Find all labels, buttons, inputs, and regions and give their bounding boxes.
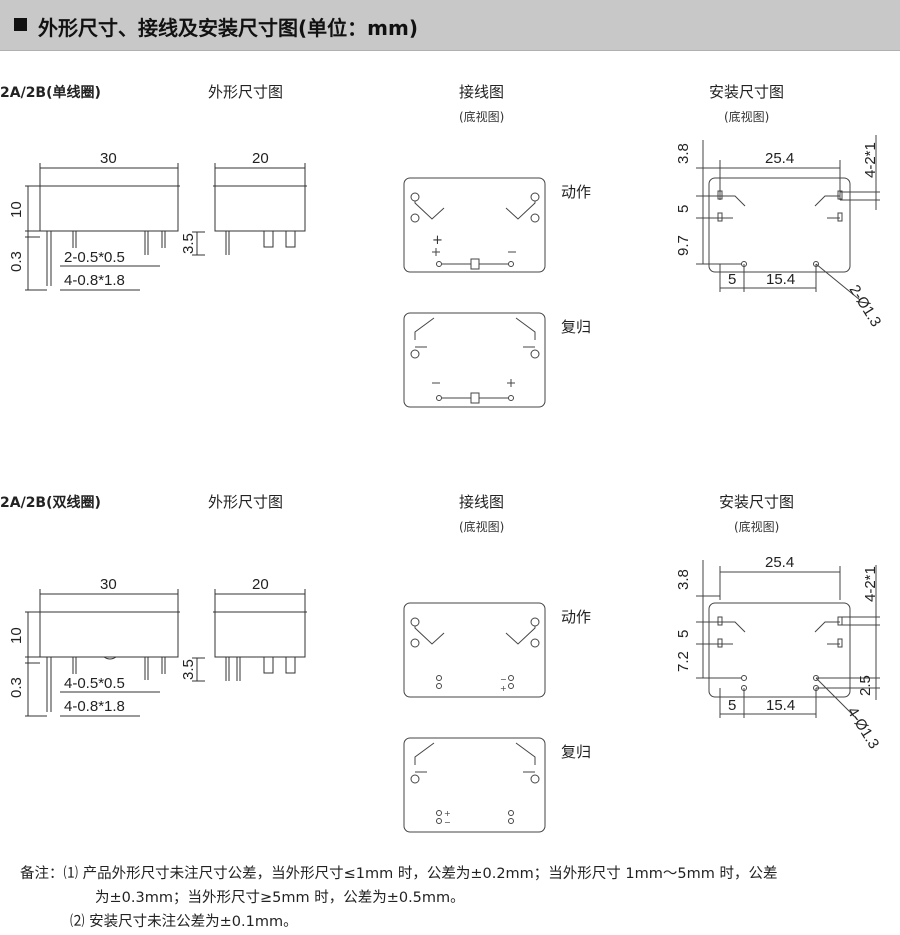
polarity-mark-operate: − — [500, 675, 507, 684]
model-label-double: 2A/2B(双线圈) — [0, 495, 101, 511]
mount-top-double: 3.8 — [675, 569, 692, 590]
note-row-1: 备注：⑴ 产品外形尺寸未注尺寸公差，当外形尺寸≤1mm 时，公差为±0.2mm；… — [20, 862, 890, 886]
section-header: 外形尺寸、接线及安装尺寸图(单位：mm) — [0, 0, 900, 51]
state-operate-single: 动作 — [561, 183, 592, 201]
outline-title-single: 外形尺寸图 — [208, 83, 284, 101]
dim-length-double: 30 — [100, 576, 117, 593]
dim-pin-a-double: 4-0.5*0.5 — [64, 675, 125, 692]
outline-title-double: 外形尺寸图 — [208, 493, 284, 511]
dim-pin-b-single: 4-0.8*1.8 — [64, 272, 125, 289]
mount-title-double: 安装尺寸图 — [719, 493, 795, 511]
mount-mid-double: 15.4 — [766, 697, 796, 714]
polarity-mark-reset-2: − — [444, 818, 451, 827]
dim-pin-b-double: 4-0.8*1.8 — [64, 698, 125, 715]
note-1-marker: ⑴ — [63, 866, 79, 882]
note-2-marker: ⑵ — [70, 914, 85, 930]
mount-pitch-double: 5 — [675, 629, 692, 638]
mount-span-single: 25.4 — [765, 150, 795, 167]
mount-span-double: 25.4 — [765, 554, 795, 571]
square-bullet-icon — [14, 18, 27, 31]
mount-title-single: 安装尺寸图 — [709, 83, 785, 101]
note-1-line-1: 产品外形尺寸未注尺寸公差，当外形尺寸≤1mm 时，公差为±0.2mm；当外形尺寸… — [82, 866, 778, 882]
notes-label: 备注： — [20, 866, 64, 882]
dim-length-single: 30 — [100, 150, 117, 167]
note-row-2: 为±0.3mm；当外形尺寸≥5mm 时，公差为±0.5mm。 — [20, 886, 890, 910]
dim-width-double: 20 — [252, 576, 269, 593]
polarity-plus-operate-single: + — [432, 233, 443, 248]
note-1-line-2: 为±0.3mm；当外形尺寸≥5mm 时，公差为±0.5mm。 — [95, 890, 465, 906]
mount-left-double: 5 — [728, 697, 737, 714]
mount-lower-double: 7.2 — [675, 651, 692, 672]
dim-width-single: 20 — [252, 150, 269, 167]
model-label-single: 2A/2B(单线圈) — [0, 85, 101, 101]
state-reset-double: 复归 — [561, 743, 592, 761]
note-2-line: 安装尺寸未注公差为±0.1mm。 — [89, 914, 298, 930]
notes-block: 备注：⑴ 产品外形尺寸未注尺寸公差，当外形尺寸≤1mm 时，公差为±0.2mm；… — [20, 862, 890, 934]
page-title: 外形尺寸、接线及安装尺寸图(单位：mm) — [38, 16, 418, 40]
polarity-mark-reset: + — [444, 809, 451, 818]
mount-mid-single: 15.4 — [766, 271, 796, 288]
mount-hole-double: 4-2*1 — [862, 566, 879, 602]
note-row-3: ⑵ 安装尺寸未注公差为±0.1mm。 — [20, 910, 890, 934]
polarity-mark-operate-2: + — [500, 684, 507, 693]
state-operate-double: 动作 — [561, 608, 592, 626]
wiring-title-double: 接线图 — [459, 493, 505, 511]
mount-sub-double: (底视图) — [734, 520, 780, 534]
wiring-title-single: 接线图 — [459, 83, 505, 101]
mount-sub-single: (底视图) — [724, 110, 770, 124]
wiring-sub-single: (底视图) — [459, 110, 505, 124]
dim-pin-a-single: 2-0.5*0.5 — [64, 249, 125, 266]
state-reset-single: 复归 — [561, 318, 592, 336]
mount-side-double: 2.5 — [857, 675, 874, 696]
mount-left-single: 5 — [728, 271, 737, 288]
wiring-sub-double: (底视图) — [459, 520, 505, 534]
